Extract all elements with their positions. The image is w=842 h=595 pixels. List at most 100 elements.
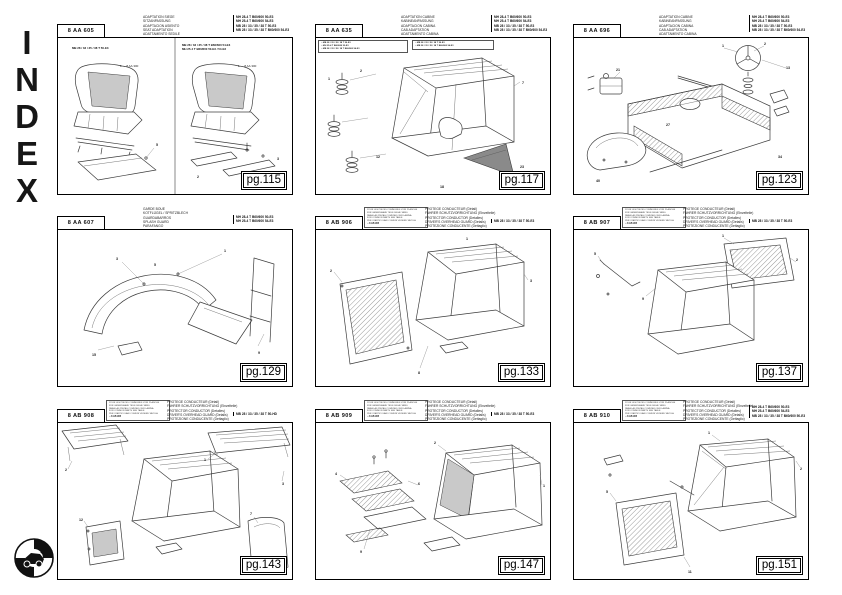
hood-exploded-diagram: 1 2 13 21 27 40 34 (586, 42, 790, 183)
catalog-panel-8ab910: 8 AB 910 POUR LES PIECES COMMUNES VOIR P… (573, 399, 809, 580)
page-link-box[interactable]: pg.147 (497, 556, 545, 575)
cab-frame-drawing (131, 450, 241, 555)
cab-exploded-diagram: 1 2 7 12 18 23 (327, 57, 524, 189)
door-panel-drawing (85, 520, 125, 566)
index-letter: D (15, 98, 39, 135)
index-letter: N (15, 61, 39, 98)
panel-title-multilang: PROTEGE CONDUCTEUR (Détail)FAHRER SCHUTZ… (683, 207, 754, 229)
page-number: pg.147 (499, 558, 543, 573)
fender-drawing (586, 132, 723, 173)
svg-text:12: 12 (376, 155, 380, 159)
page-link-box[interactable]: pg.115 (240, 171, 287, 190)
svg-text:5: 5 (594, 252, 596, 256)
diagram-frame: 5 2 3 MB 28 / 33 / 35 / 38 T 5 (57, 37, 293, 195)
svg-text:2: 2 (764, 42, 766, 46)
svg-text:1: 1 (224, 249, 226, 253)
cab-frame-drawing (647, 261, 755, 355)
tank-drawing (587, 73, 623, 95)
catalog-panel-8ab906: 8 AB 906 POUR LES PIECES COMMUNES VOIR P… (315, 206, 551, 387)
svg-text:9: 9 (642, 297, 644, 301)
svg-text:5: 5 (606, 490, 608, 494)
svg-text:7: 7 (250, 512, 252, 516)
svg-text:2: 2 (434, 441, 436, 445)
model-list: MB 28 / 33 / 35 / 38 T 50-E3 (749, 219, 809, 224)
svg-text:27: 27 (666, 123, 670, 127)
svg-text:18: 18 (440, 185, 444, 189)
page-link-box[interactable]: pg.151 (755, 556, 803, 575)
option-variant-box: □ MB 28 / 33 / 35 / 38 T 50-E3□ MH 25-4 … (318, 40, 408, 53)
diagram-frame: 4 6 9 1 2 pg.147 (315, 422, 551, 580)
svg-text:5: 5 (156, 143, 158, 147)
part-code-badge: 8 AB 909 (315, 409, 363, 423)
note-code: □ 8 AB 905 (367, 415, 380, 419)
diagram-frame: 2 1 3 12 7 pg.143 (57, 422, 293, 580)
svg-text:8: 8 (418, 371, 420, 375)
page-link-box[interactable]: pg.129 (239, 363, 287, 382)
svg-text:3: 3 (116, 257, 118, 261)
seat-drawing-left: 5 (73, 63, 158, 181)
page-link-box[interactable]: pg.143 (239, 556, 287, 575)
diagram-frame: 3 1 9 15 5 pg.129 (57, 229, 293, 387)
fender-arc-drawing (83, 273, 253, 345)
glass-panel-drawing (615, 480, 695, 566)
part-code-badge: 8 AA 605 (57, 24, 105, 38)
svg-text:9: 9 (360, 550, 362, 554)
seat-ref-left: 1 → 8 AA 300 (120, 64, 139, 68)
cab-frame-drawing (687, 438, 797, 532)
windshield-drawing (339, 271, 413, 365)
page-number: pg.115 (242, 173, 285, 188)
svg-text:2: 2 (360, 69, 362, 73)
panel-title-multilang: PROTEGE CONDUCTEUR (Détail)FAHRER SCHUTZ… (683, 400, 754, 422)
part-code-badge: 8 AB 907 (573, 216, 621, 230)
index-letter: E (15, 135, 38, 172)
diagram-frame: 1 2 5 11 pg.151 (573, 422, 809, 580)
svg-text:21: 21 (616, 68, 620, 72)
part-code-badge: 8 AB 908 (57, 409, 105, 423)
page-number: pg.129 (241, 365, 285, 380)
model-list: MB 28 / 33 / 35 / 38 T 50-E3 (491, 219, 551, 224)
svg-text:23: 23 (520, 165, 524, 169)
catalog-panel-8ab907: 8 AB 907 POUR LES PIECES COMMUNES VOIR P… (573, 206, 809, 387)
brand-logo-icon (14, 538, 54, 578)
model-list: MB 28 / 33 / 35 / 38 T 50-E3 (491, 412, 551, 417)
page-link-box[interactable]: pg.137 (755, 363, 803, 382)
svg-text:3: 3 (277, 157, 279, 161)
steering-wheel-drawing (735, 45, 790, 117)
index-title: I N D E X (12, 24, 42, 209)
page-link-box[interactable]: pg.123 (755, 171, 803, 190)
page-number: pg.123 (757, 173, 801, 188)
suspension-stack (345, 150, 359, 173)
svg-text:4: 4 (335, 472, 337, 476)
roof-grille-left (61, 424, 129, 462)
panel-title-multilang: PROTEGE CONDUCTEUR (Détail)FAHRER SCHUTZ… (425, 207, 496, 229)
svg-text:2: 2 (796, 258, 798, 262)
svg-text:1: 1 (708, 431, 710, 435)
cab-frame-drawing (391, 57, 515, 177)
seat-drawing-right: 2 3 (190, 63, 279, 179)
svg-text:2: 2 (800, 467, 802, 471)
page-link-box[interactable]: pg.117 (498, 171, 545, 190)
suspension-stack (335, 72, 349, 95)
svg-text:1: 1 (722, 44, 724, 48)
mudguard-exploded-diagram: 3 1 9 15 5 (83, 249, 275, 357)
svg-text:2: 2 (65, 468, 67, 472)
page-number: pg.133 (499, 365, 543, 380)
svg-text:5: 5 (154, 263, 156, 267)
svg-text:7: 7 (522, 81, 524, 85)
page-link-box[interactable]: pg.133 (497, 363, 545, 382)
panel-title-multilang: PROTEGE CONDUCTEUR (Détail)FAHRER SCHUTZ… (167, 400, 238, 422)
note-code: □ 8 AB 905 (109, 415, 122, 419)
guard-exploded-diagram: 1 2 5 9 (594, 234, 798, 355)
